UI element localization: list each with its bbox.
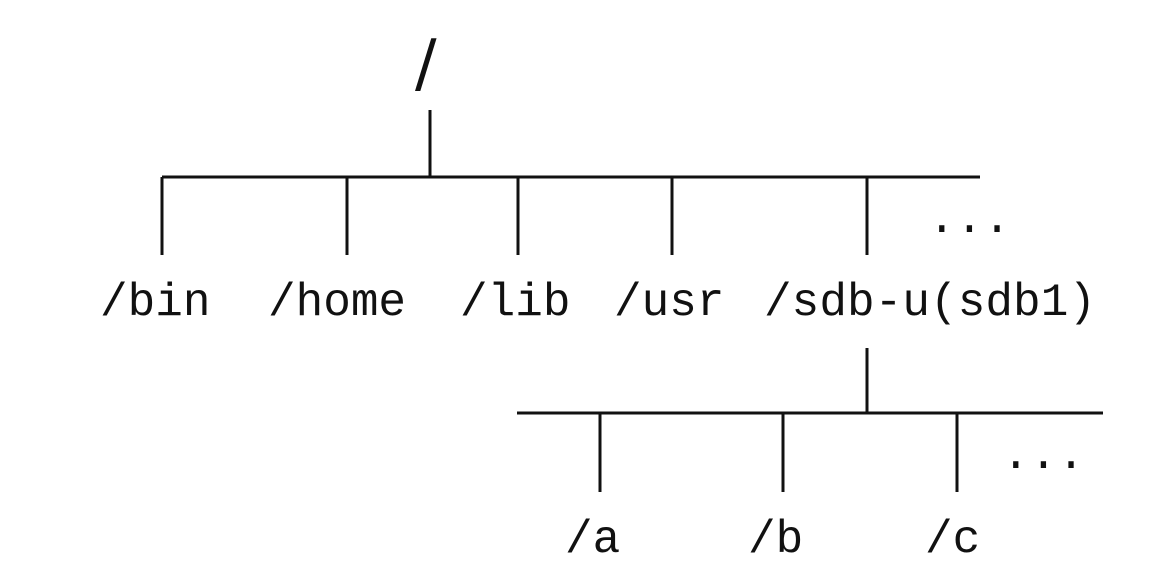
node-lib: /lib <box>460 277 570 329</box>
root-node-label: / <box>415 27 437 101</box>
node-sdb-u: /sdb-u(sdb1) <box>764 277 1096 329</box>
node-c: /c <box>925 514 980 566</box>
node-home: /home <box>268 277 406 329</box>
node-b: /b <box>748 514 803 566</box>
node-bin: /bin <box>100 277 210 329</box>
node-usr: /usr <box>614 277 724 329</box>
level2-ellipsis: ... <box>1002 430 1085 482</box>
node-a: /a <box>565 514 620 566</box>
level1-ellipsis: ... <box>928 194 1011 246</box>
